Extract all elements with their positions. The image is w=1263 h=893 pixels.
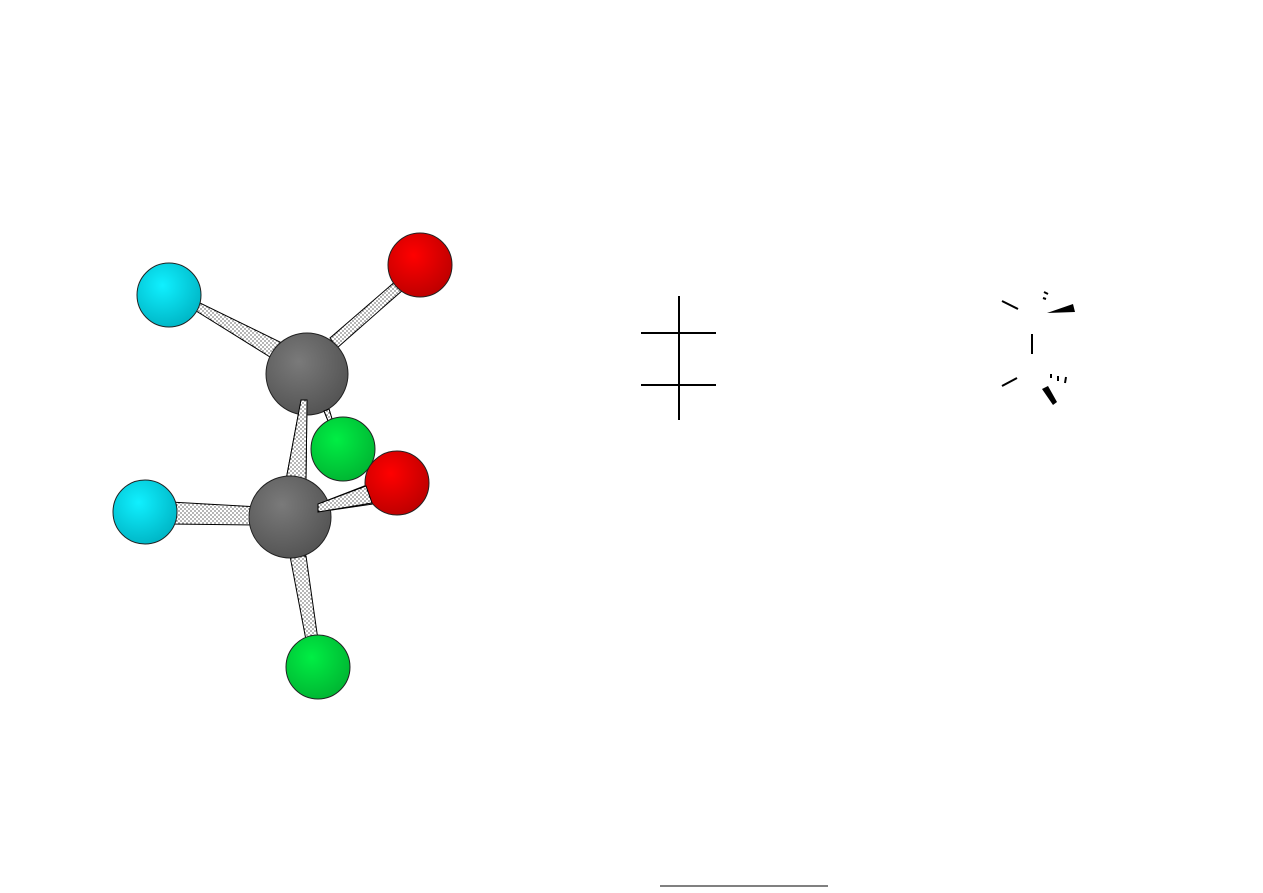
fluorine-atom <box>112 479 178 545</box>
oxygen-atom <box>364 450 430 516</box>
chlorine-atom <box>285 634 351 700</box>
carbon-atom <box>248 475 332 559</box>
wedge-dash-structure <box>1001 291 1075 405</box>
oxygen-atom <box>387 232 453 298</box>
bond-c1-f1 <box>192 301 283 358</box>
bond-c2-f2 <box>169 501 261 526</box>
chlorine-atom <box>310 416 376 482</box>
fluorine-atom <box>136 262 202 328</box>
bond-c2-cl2 <box>289 555 319 641</box>
bond-c1-o1 <box>329 279 405 349</box>
atoms <box>112 232 453 700</box>
fischer-projection <box>641 296 716 420</box>
bond-c2-o2-front <box>317 485 373 513</box>
